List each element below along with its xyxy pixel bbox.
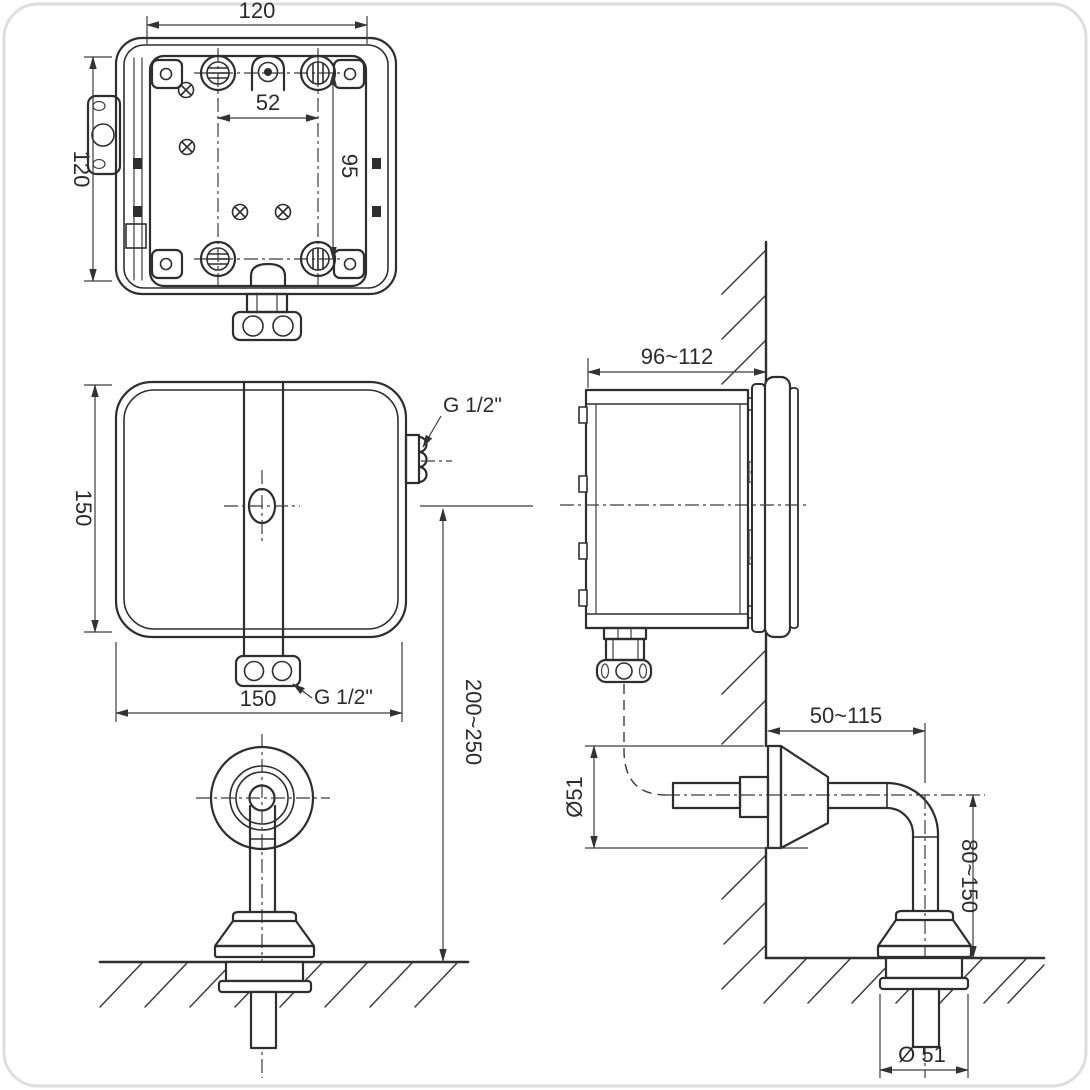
spout-pipe-side bbox=[826, 781, 940, 913]
side-view-dimensions: 96~112 50~115 Ø51 80~150 Ø 51 bbox=[562, 344, 982, 1078]
dim-spout-reach: 50~115 bbox=[810, 703, 882, 728]
dim-hole-spacing-v: 95 bbox=[337, 154, 362, 178]
wall-flange-side bbox=[766, 744, 830, 850]
access-face-plates bbox=[751, 375, 799, 639]
keyhole-hanger bbox=[250, 54, 286, 92]
dim-pipe-drop: 80~150 bbox=[957, 839, 982, 913]
front-view-dimensions: 150 150 200~250 bbox=[71, 384, 533, 962]
spout-front-view bbox=[98, 734, 470, 1078]
below-floor-parts-side bbox=[878, 956, 970, 1049]
screws bbox=[177, 81, 292, 221]
rear-view: 120 120 52 95 bbox=[69, 0, 398, 342]
cistern-box-side bbox=[578, 388, 763, 630]
dim-base-diameter: Ø 51 bbox=[898, 1042, 946, 1067]
dim-front-height: 150 bbox=[71, 490, 96, 527]
inlet-leader-line bbox=[422, 415, 442, 448]
rear-view-dimensions: 120 120 52 95 bbox=[69, 0, 368, 282]
cable-notch bbox=[249, 262, 287, 288]
center-valve-opening bbox=[224, 470, 300, 542]
dim-rear-height: 120 bbox=[69, 151, 94, 188]
outlet-leader-line bbox=[292, 683, 313, 699]
front-view: G 1/2" G 1/2" 150 150 200~250 bbox=[71, 380, 533, 962]
outlet-bracket-front bbox=[234, 654, 302, 688]
in-wall-pipe bbox=[671, 775, 770, 819]
dim-flange-diameter: Ø51 bbox=[562, 776, 587, 818]
mounting-holes bbox=[199, 54, 337, 278]
side-inlet-fitting bbox=[404, 433, 452, 485]
label-inlet-thread: G 1/2" bbox=[443, 394, 502, 417]
corner-mount-pads bbox=[150, 58, 366, 280]
dim-center-to-floor: 200~250 bbox=[461, 679, 486, 765]
wall-hatching bbox=[721, 249, 767, 990]
floor-escutcheon-front bbox=[213, 910, 316, 959]
hidden-pipe-route bbox=[623, 684, 667, 796]
outlet-fitting-side bbox=[595, 626, 653, 684]
spout-down-pipe bbox=[248, 804, 277, 914]
label-outlet-thread: G 1/2" bbox=[314, 686, 373, 709]
side-view: 96~112 50~115 Ø51 80~150 Ø 51 bbox=[560, 240, 1046, 1078]
dim-rear-width: 120 bbox=[239, 0, 276, 23]
below-floor-parts-front bbox=[217, 960, 313, 1050]
dim-hole-spacing-h: 52 bbox=[256, 90, 280, 115]
dim-recess-depth: 96~112 bbox=[641, 344, 713, 369]
dim-front-width: 150 bbox=[240, 686, 277, 711]
outlet-bracket-rear bbox=[231, 292, 303, 342]
